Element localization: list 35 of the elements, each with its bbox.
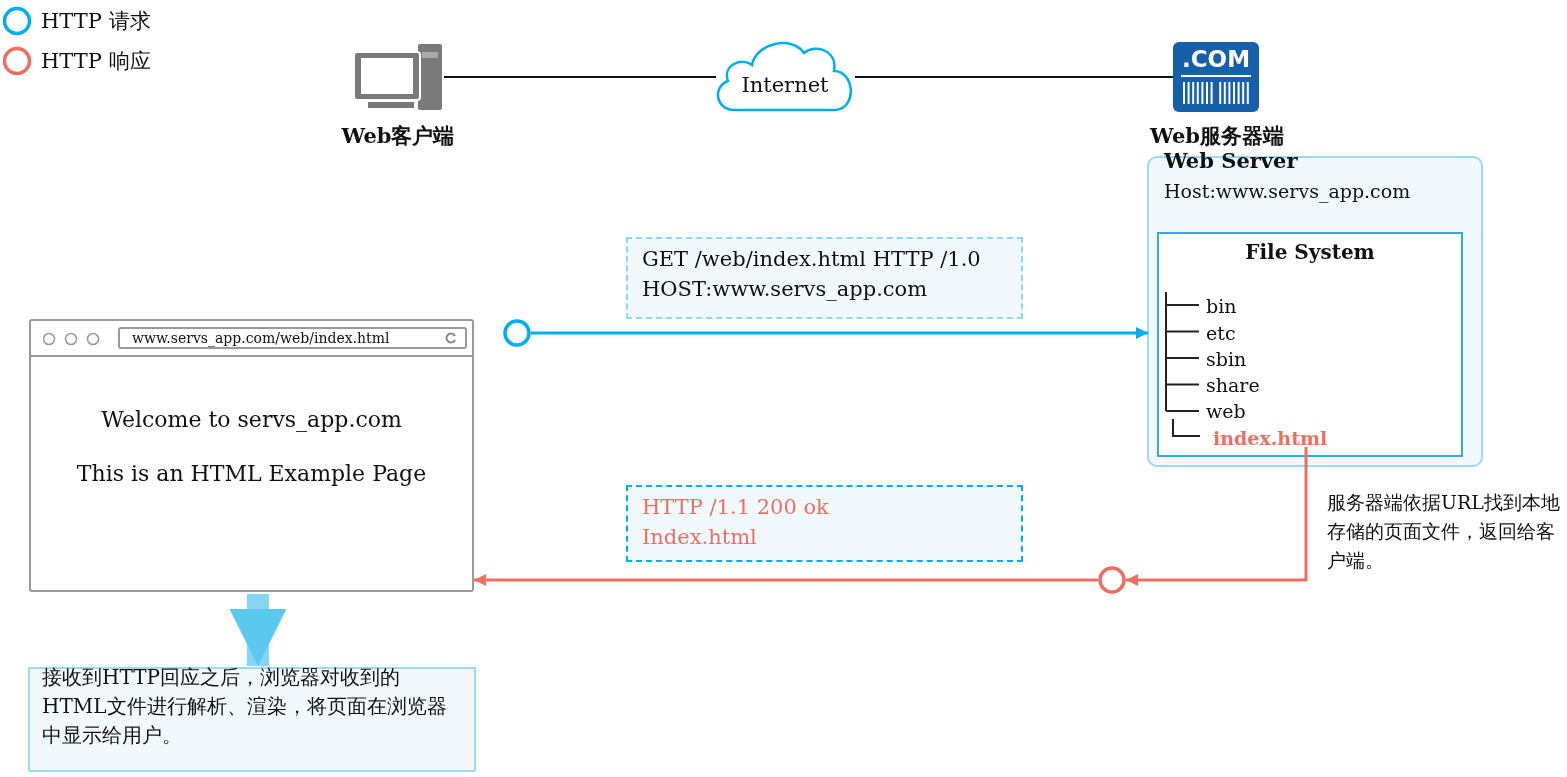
arrow bbox=[531, 327, 1148, 339]
message-line: HOST:www.servs_app.com bbox=[642, 276, 928, 303]
page-heading: Welcome to servs_app.com bbox=[100, 407, 403, 432]
connector-line bbox=[443, 76, 717, 78]
browser-window bbox=[29, 319, 474, 592]
arrow bbox=[1126, 447, 1308, 586]
url-text: www.servs_app.com/web/index.html bbox=[132, 329, 390, 347]
note-box bbox=[28, 667, 476, 772]
panel-title: File System bbox=[1244, 240, 1376, 264]
block-arrow bbox=[229, 594, 287, 666]
message-line: GET /web/index.html HTTP /1.0 bbox=[642, 246, 981, 273]
folder-name: etc bbox=[1206, 320, 1316, 346]
connector-line bbox=[854, 76, 1174, 78]
folder-name: share bbox=[1206, 372, 1316, 398]
annotation-text: 服务器端依据URL找到本地存储的页面文件，返回给客户端。 bbox=[1327, 490, 1561, 573]
folder-name: sbin bbox=[1206, 346, 1316, 372]
folder-name: bin bbox=[1206, 293, 1316, 319]
domain-text: .COM bbox=[1180, 45, 1252, 74]
message-box bbox=[626, 485, 1023, 562]
node-caption: Web客户端 bbox=[340, 122, 456, 150]
file-name: index.html bbox=[1210, 425, 1340, 451]
message-line: HTTP /1.1 200 ok bbox=[642, 494, 829, 521]
file-system-panel bbox=[1157, 232, 1463, 457]
page-text: This is an HTML Example Page bbox=[75, 461, 428, 486]
node-label: Internet bbox=[740, 73, 830, 97]
message-box bbox=[626, 237, 1023, 319]
node-caption: Web服务器端 bbox=[1148, 122, 1285, 150]
folder-name: web bbox=[1206, 398, 1316, 424]
note-text: 接收到HTTP回应之后，浏览器对收到的HTML文件进行解析、渲染，将页面在浏览器中显示给用户。 bbox=[42, 664, 448, 749]
host-text: Host:www.servs_app.com bbox=[1164, 179, 1412, 204]
arrow bbox=[474, 574, 1098, 586]
legend-label: HTTP 响应 bbox=[41, 48, 151, 75]
panel-title: Web Server bbox=[1164, 148, 1298, 173]
legend-label: HTTP 请求 bbox=[41, 8, 151, 35]
message-line: Index.html bbox=[642, 524, 757, 551]
